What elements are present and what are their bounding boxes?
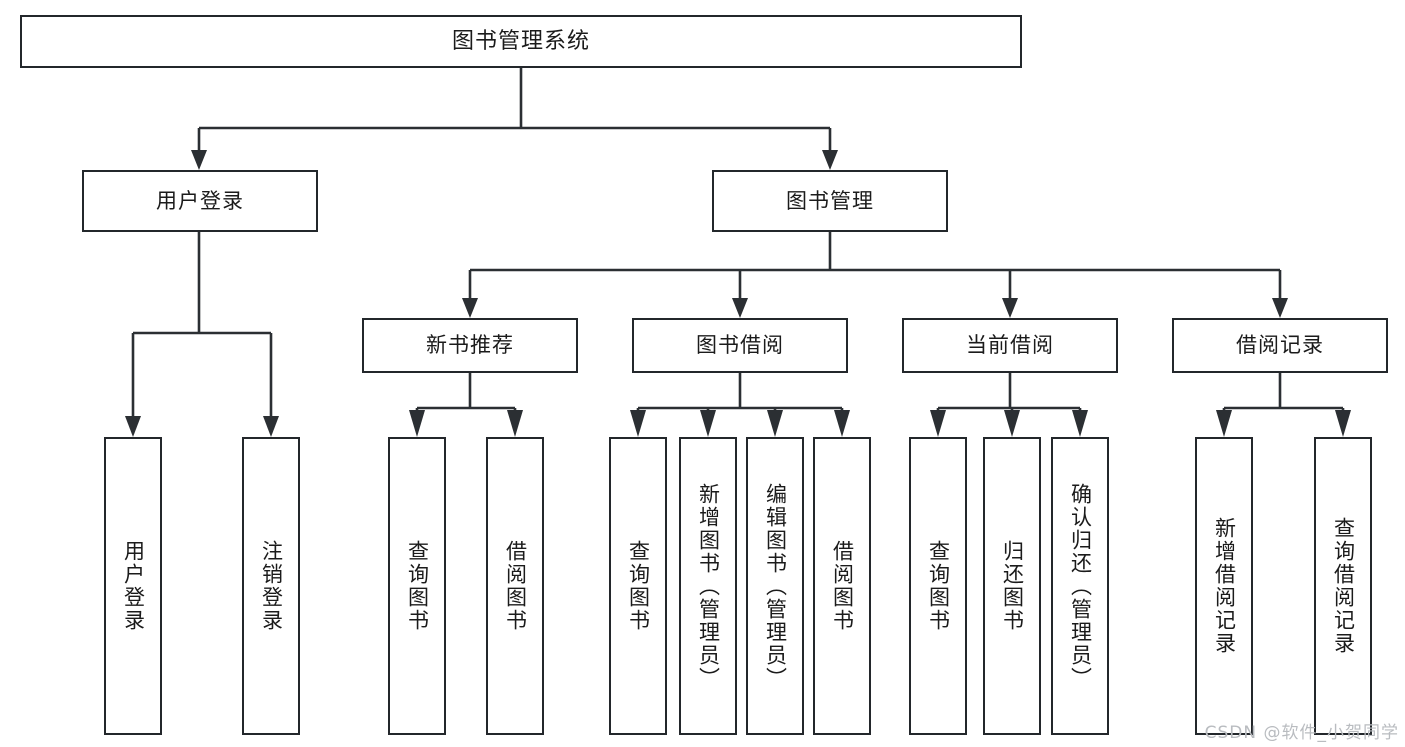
arrow-leaf-user-login (125, 416, 141, 437)
arrow-leaf-currentborrow-1 (930, 410, 946, 437)
arrow-leaf-borrowrecord-1 (1216, 410, 1232, 437)
arrow-borrow-record (1272, 298, 1288, 318)
node-label: 借阅记录 (1236, 333, 1324, 357)
arrow-current-borrow (1002, 298, 1018, 318)
node-label: 新增图书（管理员） (696, 482, 721, 690)
node-label: 当前借阅 (966, 333, 1054, 357)
node-label: 确认归还（管理员） (1068, 482, 1093, 690)
leaf-newbook-query-book[interactable]: 查询图书 (388, 437, 446, 735)
arrow-leaf-currentborrow-3 (1072, 410, 1088, 437)
leaf-bookborrow-edit-book-admin[interactable]: 编辑图书（管理员） (746, 437, 804, 735)
node-label: 图书管理 (786, 188, 874, 213)
arrow-leaf-bookborrow-1 (630, 410, 646, 437)
node-label: 图书借阅 (696, 333, 784, 357)
node-label: 注销登录 (259, 540, 284, 632)
arrow-book-borrow (732, 298, 748, 318)
arrow-leaf-bookborrow-2 (700, 410, 716, 437)
node-label: 查询图书 (626, 540, 651, 632)
leaf-user-login[interactable]: 用户登录 (104, 437, 162, 735)
arrow-leaf-newbook-1 (409, 410, 425, 437)
node-current-borrow[interactable]: 当前借阅 (902, 318, 1118, 373)
csdn-watermark: CSDN @软件_小贺同学 (1204, 723, 1399, 743)
node-user-login[interactable]: 用户登录 (82, 170, 318, 232)
arrow-leaf-bookborrow-4 (834, 410, 850, 437)
node-label: 归还图书 (1000, 540, 1025, 632)
node-new-book-recommend[interactable]: 新书推荐 (362, 318, 578, 373)
node-root-book-management-system[interactable]: 图书管理系统 (20, 15, 1022, 68)
leaf-currentborrow-confirm-return-admin[interactable]: 确认归还（管理员） (1051, 437, 1109, 735)
leaf-borrowrecord-query-record[interactable]: 查询借阅记录 (1314, 437, 1372, 735)
node-label: 借阅图书 (830, 540, 855, 632)
arrow-book-mgmt (822, 150, 838, 170)
leaf-bookborrow-borrow-book[interactable]: 借阅图书 (813, 437, 871, 735)
leaf-logout[interactable]: 注销登录 (242, 437, 300, 735)
node-book-management[interactable]: 图书管理 (712, 170, 948, 232)
arrow-leaf-borrowrecord-2 (1335, 410, 1351, 437)
node-label: 新书推荐 (426, 333, 514, 357)
leaf-currentborrow-query-book[interactable]: 查询图书 (909, 437, 967, 735)
node-label: 新增借阅记录 (1212, 517, 1237, 655)
arrow-user-login (191, 150, 207, 170)
arrow-leaf-logout (263, 416, 279, 437)
node-label: 查询图书 (405, 540, 430, 632)
node-label: 用户登录 (121, 540, 146, 632)
node-label: 查询图书 (926, 540, 951, 632)
node-label: 图书管理系统 (451, 28, 590, 54)
node-borrow-record[interactable]: 借阅记录 (1172, 318, 1388, 373)
arrow-new-book (462, 298, 478, 318)
leaf-bookborrow-query-book[interactable]: 查询图书 (609, 437, 667, 735)
leaf-currentborrow-return-book[interactable]: 归还图书 (983, 437, 1041, 735)
arrow-leaf-currentborrow-2 (1004, 410, 1020, 437)
arrow-leaf-newbook-2 (507, 410, 523, 437)
node-label: 查询借阅记录 (1331, 517, 1356, 655)
arrow-leaf-bookborrow-3 (767, 410, 783, 437)
node-label: 用户登录 (156, 188, 244, 213)
leaf-bookborrow-add-book-admin[interactable]: 新增图书（管理员） (679, 437, 737, 735)
node-label: 借阅图书 (503, 540, 528, 632)
node-label: 编辑图书（管理员） (763, 482, 788, 690)
leaf-newbook-borrow-book[interactable]: 借阅图书 (486, 437, 544, 735)
node-book-borrow[interactable]: 图书借阅 (632, 318, 848, 373)
leaf-borrowrecord-add-record[interactable]: 新增借阅记录 (1195, 437, 1253, 735)
